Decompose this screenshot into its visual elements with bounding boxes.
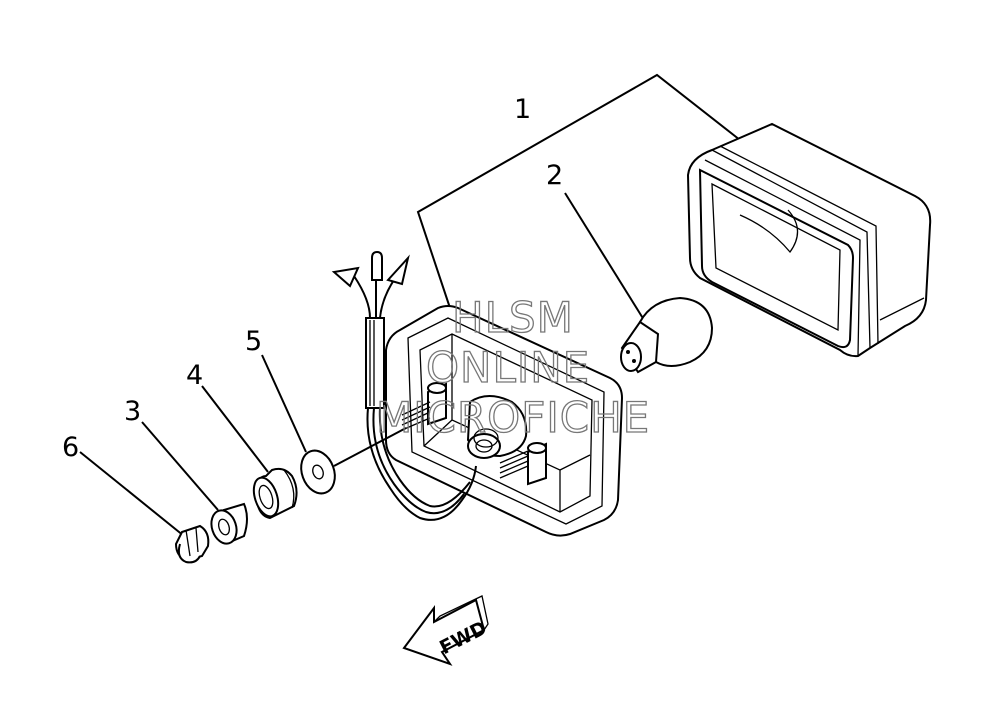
watermark-line-3: MICROFICHE bbox=[376, 393, 650, 442]
assembly-axis-line bbox=[333, 427, 407, 467]
bulb bbox=[620, 296, 714, 374]
leader-line-5 bbox=[261, 354, 307, 453]
callout-5: 5 bbox=[245, 326, 262, 357]
leader-line-3 bbox=[141, 421, 219, 511]
callout-2: 2 bbox=[546, 160, 563, 191]
callout-3: 3 bbox=[124, 396, 141, 427]
lens-cover bbox=[686, 122, 932, 358]
watermark-line-1: HLSM bbox=[452, 293, 574, 342]
cap-nut bbox=[174, 524, 210, 564]
wire-harness bbox=[331, 250, 477, 521]
leader-line-2 bbox=[564, 192, 645, 321]
grommet bbox=[252, 467, 298, 520]
leader-line-1 bbox=[416, 73, 741, 309]
watermark-line-2: ONLINE bbox=[426, 343, 590, 392]
leader-line-4 bbox=[201, 385, 269, 473]
forward-direction-arrow: FWD bbox=[402, 595, 490, 666]
collar bbox=[210, 502, 248, 545]
washer bbox=[300, 449, 336, 495]
callout-1: 1 bbox=[514, 94, 531, 125]
lamp-housing bbox=[385, 305, 624, 537]
leader-line-6 bbox=[79, 451, 185, 537]
callout-6: 6 bbox=[62, 432, 79, 463]
callout-4: 4 bbox=[186, 360, 203, 391]
